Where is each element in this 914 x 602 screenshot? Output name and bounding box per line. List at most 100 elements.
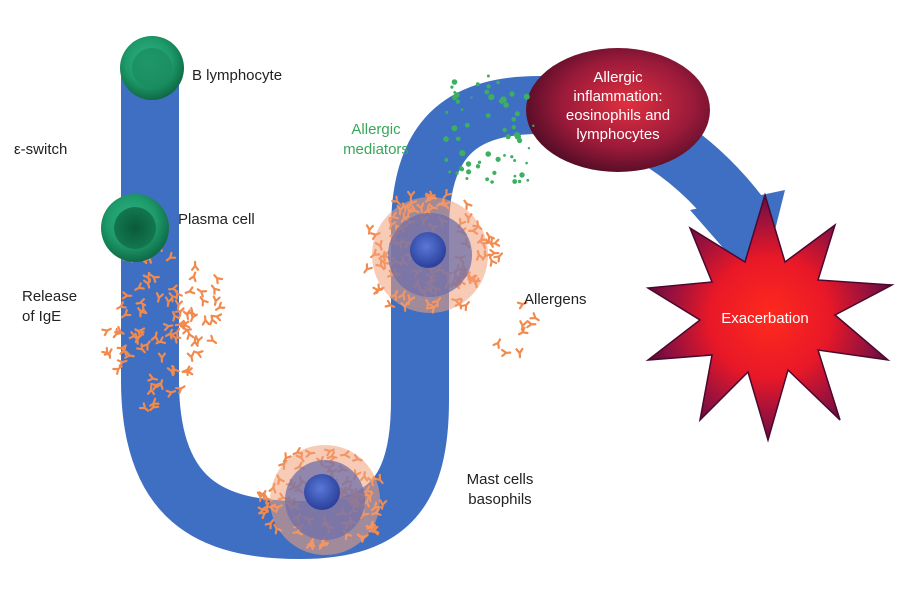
ige-glyph [146, 384, 156, 396]
ige-glyph [135, 298, 147, 307]
ige-glyph [101, 346, 111, 357]
mediator-dot [525, 161, 528, 165]
ige-glyph [460, 301, 470, 312]
mediator-dot [486, 74, 490, 78]
ige-glyph [114, 325, 125, 335]
mediator-dot [475, 164, 481, 169]
mediator-dot [454, 92, 460, 98]
mediator-dot [505, 134, 511, 140]
ige-glyph [365, 224, 375, 235]
ige-glyph [124, 350, 135, 359]
ige-glyph [529, 312, 540, 322]
ige-glyph [174, 299, 183, 311]
ige-glyph [186, 351, 195, 363]
ige-glyph [101, 327, 112, 337]
mediator-dot [470, 96, 473, 99]
mediator-dot [519, 172, 525, 178]
mediator-dot [455, 99, 461, 104]
mediator-dot [485, 151, 492, 157]
ige-glyph [121, 291, 133, 300]
ige-glyph [214, 301, 226, 311]
mediator-dot [526, 178, 530, 182]
exacerbation-burst-icon [645, 192, 895, 443]
label-inflammation-line4: lymphocytes [576, 126, 660, 143]
ige-glyph [206, 334, 218, 345]
ige-glyph [134, 328, 145, 338]
ige-glyph [141, 340, 151, 351]
ige-glyph [384, 299, 396, 308]
ige-glyph [174, 307, 185, 318]
mediator-dot [523, 93, 530, 100]
ige-glyph [363, 263, 373, 274]
mediator-dot [490, 180, 494, 184]
mediator-dot [485, 177, 489, 182]
ige-glyph [142, 271, 152, 283]
ige-glyph [170, 364, 180, 376]
mediator-dot [477, 160, 482, 164]
ige-glyph [191, 260, 200, 271]
mediator-dot [511, 117, 516, 122]
ige-glyph [517, 326, 529, 336]
ige-glyph [500, 348, 512, 358]
ige-glyph [149, 401, 160, 412]
ige-glyph [489, 238, 501, 247]
inflammation-oval [526, 48, 710, 172]
label-mast-cells-line2: basophils [468, 491, 532, 508]
label-plasma-cell: Plasma cell [178, 211, 255, 228]
ige-glyph [199, 296, 209, 307]
ige-glyph [119, 345, 128, 357]
ige-glyph [493, 252, 504, 263]
mediator-dot [509, 91, 515, 97]
ige-glyph [150, 382, 161, 391]
ige-glyph [442, 188, 453, 200]
ige-glyph [256, 491, 265, 502]
ige-glyph [212, 295, 221, 307]
ige-glyph [488, 256, 498, 267]
mediator-dot [496, 80, 500, 85]
ige-glyph [463, 199, 473, 210]
mediator-dot [502, 127, 507, 133]
mediator-dot [445, 110, 449, 114]
mediator-dot [448, 170, 452, 174]
ige-glyph [368, 525, 379, 536]
b-lymphocyte-icon [120, 36, 184, 100]
ige-glyph [196, 288, 208, 298]
ige-glyph [489, 249, 500, 258]
label-mast-cells-line1: Mast cells [466, 471, 534, 488]
ige-glyph [138, 402, 150, 412]
mediator-dot [517, 179, 522, 184]
ige-glyph [155, 292, 164, 303]
ige-glyph [181, 326, 192, 335]
ige-glyph [192, 350, 204, 359]
ige-glyph [372, 286, 383, 295]
ige-glyph [171, 327, 181, 339]
ige-glyph [147, 373, 158, 382]
mediator-particle-cluster [443, 74, 535, 184]
mediator-dot [495, 156, 501, 162]
ige-glyph [168, 292, 179, 303]
ige-glyph [391, 195, 402, 206]
mediator-dot [514, 111, 520, 117]
mediator-dot [513, 159, 517, 162]
ige-glyph [516, 301, 528, 310]
ige-glyph [137, 307, 147, 318]
ige-glyph [186, 329, 195, 341]
ige-glyph [282, 452, 292, 463]
mediator-dot [503, 154, 506, 157]
ige-glyph [179, 320, 190, 330]
mediator-dot [486, 84, 491, 89]
mediator-dot [492, 170, 497, 175]
mediator-dot [512, 179, 518, 184]
ige-glyph [134, 282, 145, 291]
mediator-dot [451, 125, 458, 132]
ige-glyph [112, 328, 123, 339]
mediator-dot [500, 96, 507, 103]
basophil-icon [270, 445, 380, 555]
mediator-dot [517, 137, 523, 144]
mediator-dot [513, 174, 517, 178]
ige-glyph [264, 519, 275, 530]
ige-glyph [211, 313, 223, 322]
ige-glyph [201, 315, 210, 326]
ige-glyph [209, 314, 218, 326]
mediator-dot [455, 171, 459, 175]
